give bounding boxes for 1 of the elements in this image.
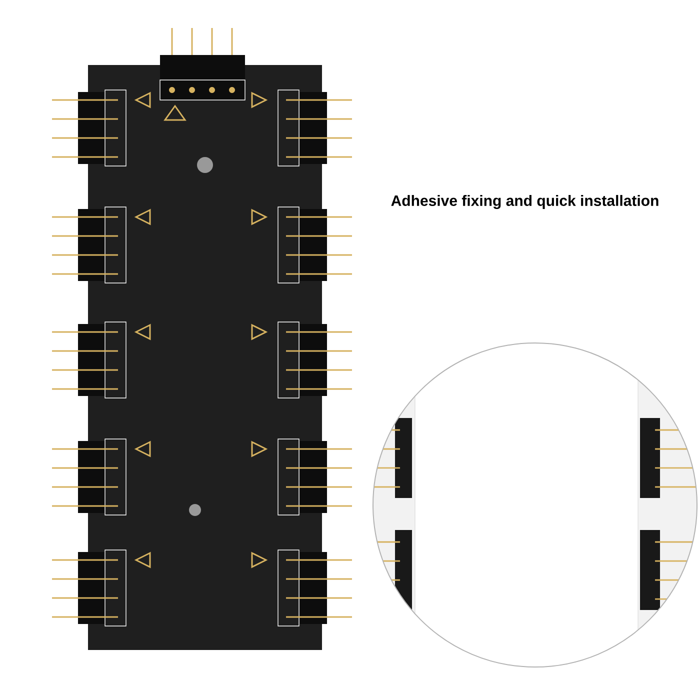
caption-text: Adhesive fixing and quick installation (391, 194, 658, 210)
